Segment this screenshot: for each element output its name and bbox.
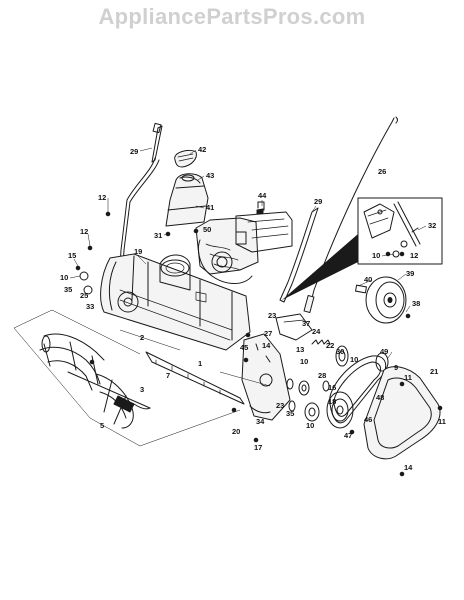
label-37: 37 <box>302 319 310 328</box>
label-15: 15 <box>68 251 76 260</box>
label-34: 34 <box>256 417 265 426</box>
label-3: 3 <box>140 385 144 394</box>
label-10: 10 <box>372 251 380 260</box>
label-30: 30 <box>336 347 344 356</box>
label-35: 35 <box>64 285 72 294</box>
shift-rod[interactable] <box>303 116 398 314</box>
label-35: 35 <box>286 409 294 418</box>
label-38: 38 <box>412 299 420 308</box>
auger-pulley[interactable] <box>326 391 354 429</box>
label-21: 21 <box>430 367 438 376</box>
watermark: AppliancePartsPros.com <box>98 4 366 29</box>
label-23: 23 <box>276 401 284 410</box>
label-40: 40 <box>364 275 372 284</box>
inset-detail-box <box>357 197 443 265</box>
label-22: 22 <box>326 341 334 350</box>
label-10: 10 <box>60 273 68 282</box>
drive-pulleys[interactable] <box>286 345 349 422</box>
label-16: 16 <box>328 383 336 392</box>
label-44: 44 <box>258 191 267 200</box>
label-42: 42 <box>198 145 206 154</box>
label-11: 11 <box>438 417 446 426</box>
label-27: 27 <box>264 329 272 338</box>
label-39: 39 <box>406 269 414 278</box>
label-14: 14 <box>404 463 413 472</box>
label-14: 14 <box>262 341 271 350</box>
label-50: 50 <box>203 225 211 234</box>
auger-housing[interactable] <box>100 253 251 351</box>
label-47: 47 <box>344 431 352 440</box>
inset-callout-wedge <box>282 234 358 300</box>
label-29: 29 <box>130 147 138 156</box>
label-41: 41 <box>206 203 214 212</box>
label-26: 26 <box>378 167 386 176</box>
drive-belt[interactable] <box>329 352 389 424</box>
label-10: 10 <box>350 355 358 364</box>
fasteners[interactable] <box>75 211 443 477</box>
label-45: 45 <box>240 343 248 352</box>
label-33: 33 <box>86 302 94 311</box>
wheel[interactable] <box>365 276 407 324</box>
leader-lines <box>69 147 427 359</box>
part-labels: 29 42 43 44 41 50 31 29 26 12 12 15 10 3… <box>60 145 446 472</box>
label-28: 28 <box>318 371 326 380</box>
label-25: 25 <box>80 291 88 300</box>
label-20: 20 <box>232 427 240 436</box>
label-24: 24 <box>312 327 321 336</box>
label-48: 48 <box>376 393 384 402</box>
label-12: 12 <box>410 251 418 260</box>
belt-cover[interactable] <box>363 366 441 460</box>
label-17: 17 <box>254 443 262 452</box>
label-12: 12 <box>98 193 106 202</box>
label-11: 11 <box>404 373 412 382</box>
chute-knob[interactable] <box>174 149 197 168</box>
label-13: 13 <box>296 345 304 354</box>
idler-bracket[interactable] <box>275 313 331 345</box>
label-7: 7 <box>166 371 170 380</box>
label-29: 29 <box>314 197 322 206</box>
label-23: 23 <box>268 311 276 320</box>
label-46: 46 <box>364 415 372 424</box>
auger-shaft[interactable] <box>67 371 151 409</box>
discharge-chute[interactable] <box>165 173 209 227</box>
upper-handle-right[interactable] <box>279 207 319 303</box>
engine-assembly[interactable] <box>195 201 293 284</box>
side-plate[interactable] <box>241 333 291 421</box>
assembly-outline <box>13 309 271 447</box>
label-31: 31 <box>154 231 162 240</box>
label-10: 10 <box>306 421 314 430</box>
auger-left[interactable] <box>39 333 105 391</box>
label-5: 5 <box>100 421 104 430</box>
label-2: 2 <box>140 333 144 342</box>
label-1: 1 <box>198 359 202 368</box>
label-18: 18 <box>328 397 336 406</box>
label-12: 12 <box>80 227 88 236</box>
scraper-bar[interactable] <box>145 351 245 405</box>
label-10: 10 <box>300 357 308 366</box>
label-19: 19 <box>134 247 142 256</box>
label-9: 9 <box>394 363 398 372</box>
auger-right[interactable] <box>95 373 151 429</box>
label-43: 43 <box>206 171 214 180</box>
wheel-axle[interactable] <box>355 284 367 294</box>
label-49: 49 <box>380 347 388 356</box>
label-32: 32 <box>428 221 436 230</box>
